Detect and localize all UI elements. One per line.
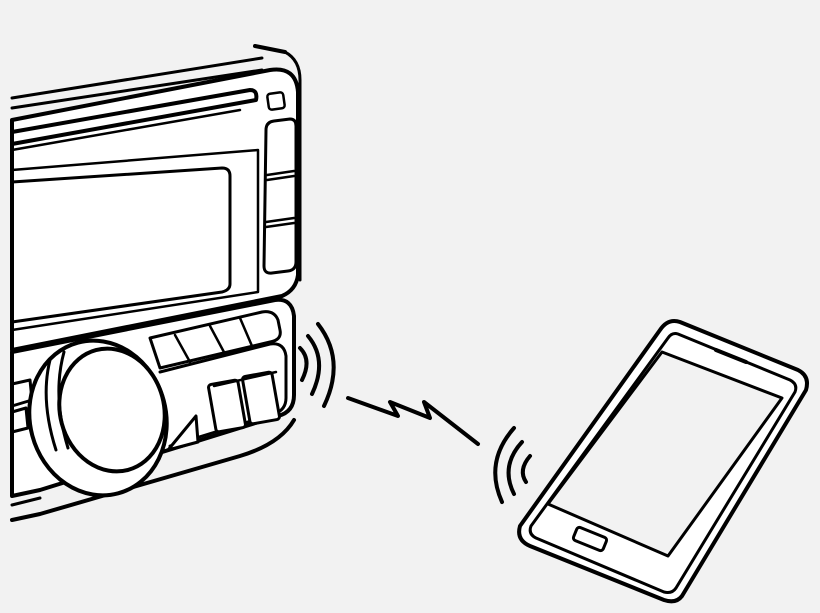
wireless-signal-icon — [493, 426, 532, 504]
volume-knob — [27, 338, 169, 498]
smartphone-icon — [517, 319, 809, 604]
cd-slot — [10, 88, 259, 152]
wireless-signal-icon — [298, 322, 336, 408]
car-stereo-icon — [10, 44, 302, 522]
bluetooth-link-icon — [346, 396, 480, 446]
display-panel — [10, 148, 260, 332]
home-button — [571, 525, 609, 553]
eject-button — [266, 91, 286, 111]
side-button-column — [262, 117, 298, 275]
